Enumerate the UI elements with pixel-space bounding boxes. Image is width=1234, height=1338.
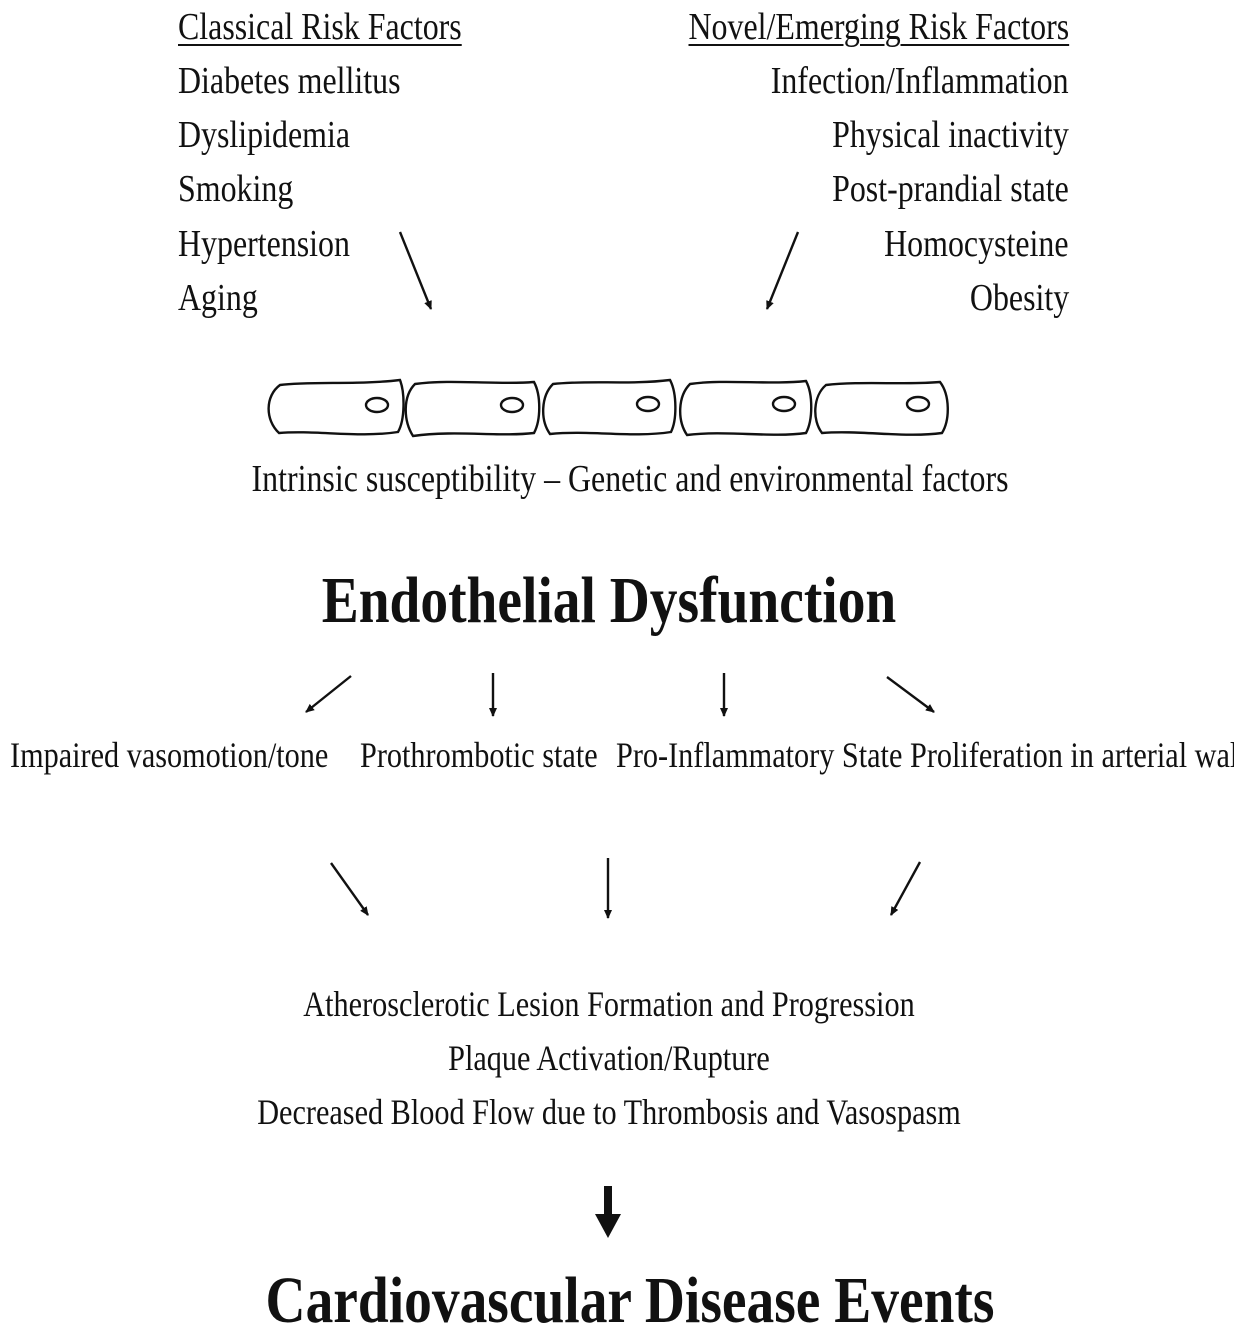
cardiovascular-events-heading: Cardiovascular Disease Events	[265, 1264, 995, 1337]
arrow-classical-to-endothelium	[398, 231, 433, 310]
susceptibility-label: Intrinsic susceptibility – Genetic and e…	[251, 458, 1009, 500]
cell-nucleus	[905, 395, 931, 413]
arrow-right-to-outcomes	[889, 861, 922, 916]
endothelial-dysfunction-heading: Endothelial Dysfunction	[321, 564, 897, 637]
effect-prothrombotic: Prothrombotic state	[360, 735, 598, 775]
effect-proinflammatory: Pro-Inflammatory State	[616, 735, 903, 775]
classical-risk-factor-item: Dyslipidemia	[178, 114, 351, 156]
novel-risk-factor-item: Physical inactivity	[832, 114, 1069, 156]
cell-nucleus	[771, 395, 797, 413]
novel-risk-factors-header: Novel/Emerging Risk Factors	[688, 6, 1069, 48]
effect-impaired-vasomotion: Impaired vasomotion/tone	[10, 735, 329, 775]
novel-risk-factor-item: Post-prandial state	[832, 168, 1069, 210]
classical-risk-factor-item: Smoking	[178, 168, 294, 210]
classical-risk-factor-item: Hypertension	[178, 223, 350, 265]
endothelial-cell	[404, 380, 541, 438]
bold-down-arrow	[595, 1186, 621, 1238]
arrow-to-vasomotion	[305, 675, 352, 713]
cell-nucleus	[635, 395, 661, 413]
arrow-novel-to-endothelium	[765, 231, 800, 310]
arrow-to-proliferation	[886, 676, 935, 713]
outcome-plaque-rupture: Plaque Activation/Rupture	[448, 1038, 770, 1078]
outcome-decreased-blood-flow: Decreased Blood Flow due to Thrombosis a…	[257, 1092, 961, 1132]
cell-nucleus	[364, 396, 390, 414]
endothelial-cell	[679, 379, 813, 437]
novel-risk-factor-item: Homocysteine	[884, 223, 1069, 265]
arrow-left-to-outcomes	[330, 862, 369, 916]
endothelial-cell-row	[267, 378, 949, 438]
cell-nucleus	[499, 396, 525, 414]
classical-risk-factors-header: Classical Risk Factors	[178, 6, 462, 48]
endothelial-cell	[267, 378, 405, 436]
effect-proliferation: Proliferation in arterial wall	[910, 735, 1234, 775]
novel-risk-factor-item: Infection/Inflammation	[771, 60, 1069, 102]
novel-risk-factor-item: Obesity	[969, 277, 1069, 319]
classical-risk-factor-item: Diabetes mellitus	[178, 60, 401, 102]
endothelial-cell	[814, 380, 949, 436]
endothelial-cell	[542, 378, 677, 436]
classical-risk-factor-item: Aging	[178, 277, 258, 319]
outcome-lesion-formation: Atherosclerotic Lesion Formation and Pro…	[303, 984, 915, 1024]
